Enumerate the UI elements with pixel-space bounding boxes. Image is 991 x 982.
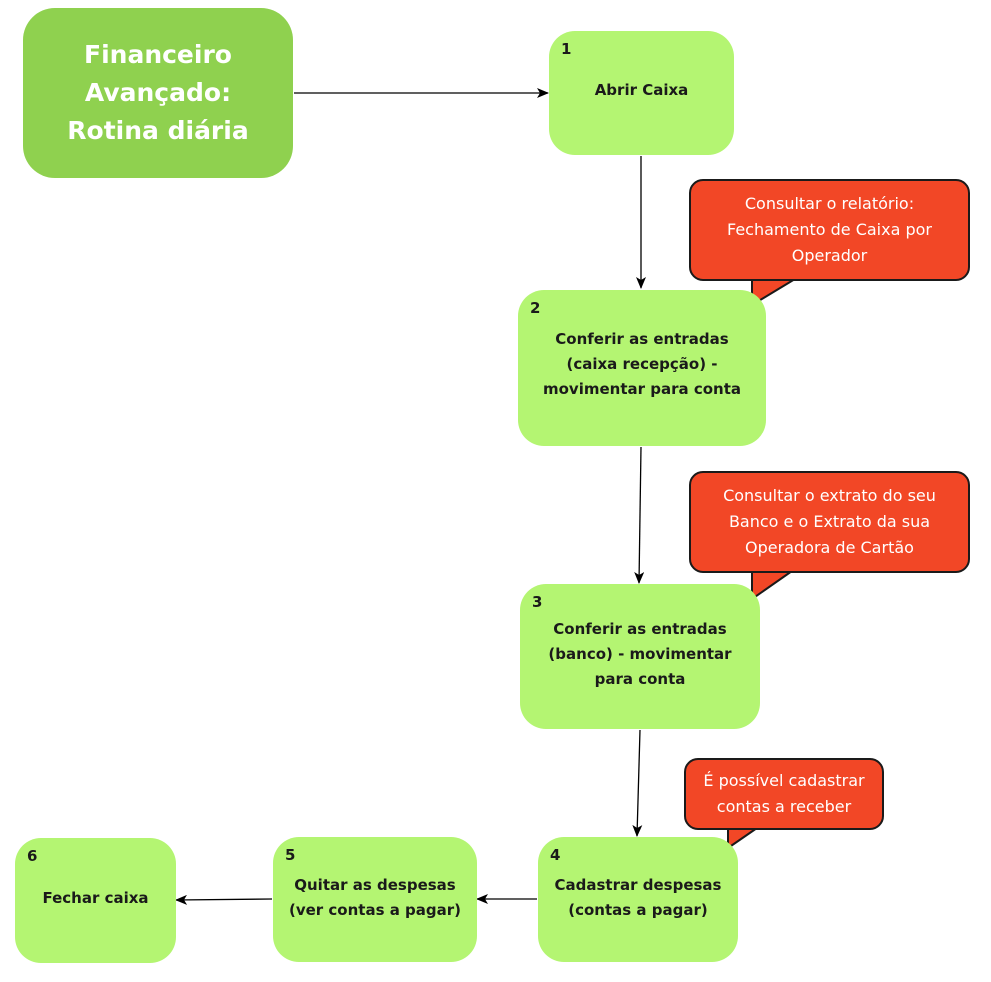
note-line: Banco e o Extrato da sua: [728, 512, 931, 531]
connector-5-to-6: [175, 894, 273, 905]
note-contas-receber: É possível cadastrar contas a receber: [684, 758, 884, 830]
step-number: 5: [285, 846, 296, 864]
step-label: Conferir as entradas: [553, 620, 727, 638]
step-6-fechar-caixa: 6 Fechar caixa: [15, 838, 176, 963]
step-number: 3: [532, 593, 543, 611]
step-label: Fechar caixa: [42, 889, 149, 907]
step-number: 4: [550, 846, 561, 864]
note-tail-2: [751, 570, 793, 600]
step-label: (contas a pagar): [568, 901, 708, 919]
title-line: Rotina diária: [67, 116, 249, 145]
note-relatorio-fechamento: Consultar o relatório: Fechamento de Cai…: [689, 179, 970, 281]
note-tail-3: [727, 827, 758, 849]
step-label: Cadastrar despesas: [554, 876, 722, 894]
step-4-cadastrar-despesas: 4 Cadastrar despesas (contas a pagar): [538, 837, 738, 962]
step-label: (caixa recepção) -: [566, 355, 718, 373]
step-label: para conta: [594, 670, 686, 688]
step-2-conferir-caixa-recepcao: 2 Conferir as entradas (caixa recepção) …: [518, 290, 766, 446]
note-line: Consultar o extrato do seu: [723, 486, 936, 505]
step-number: 2: [530, 299, 541, 317]
step-3-conferir-banco: 3 Conferir as entradas (banco) - movimen…: [520, 584, 760, 729]
note-extrato-banco: Consultar o extrato do seu Banco e o Ext…: [689, 471, 970, 573]
step-label: Abrir Caixa: [594, 81, 689, 99]
note-line: Fechamento de Caixa por: [726, 220, 933, 239]
step-1-abrir-caixa: 1 Abrir Caixa: [549, 31, 734, 155]
title-line: Financeiro: [84, 40, 232, 69]
step-number: 6: [27, 847, 38, 865]
step-label: movimentar para conta: [542, 380, 742, 398]
title-line: Avançado:: [84, 78, 232, 107]
step-label: (ver contas a pagar): [288, 901, 462, 919]
step-label: (banco) - movimentar: [548, 645, 732, 663]
step-5-quitar-despesas: 5 Quitar as despesas (ver contas a pagar…: [273, 837, 477, 962]
note-line: Consultar o relatório:: [744, 194, 915, 213]
connector-2-to-3: [634, 446, 645, 584]
note-line: É possível cadastrar: [703, 771, 865, 790]
note-line: contas a receber: [716, 797, 852, 816]
connector-3-to-4: [632, 729, 643, 837]
step-label: Quitar as despesas: [294, 876, 456, 894]
step-label: Conferir as entradas: [555, 330, 729, 348]
note-line: Operador: [791, 246, 868, 265]
diagram-title-box: Financeiro Avançado: Rotina diária: [23, 8, 293, 178]
step-number: 1: [561, 40, 572, 58]
note-line: Operadora de Cartão: [745, 538, 914, 557]
